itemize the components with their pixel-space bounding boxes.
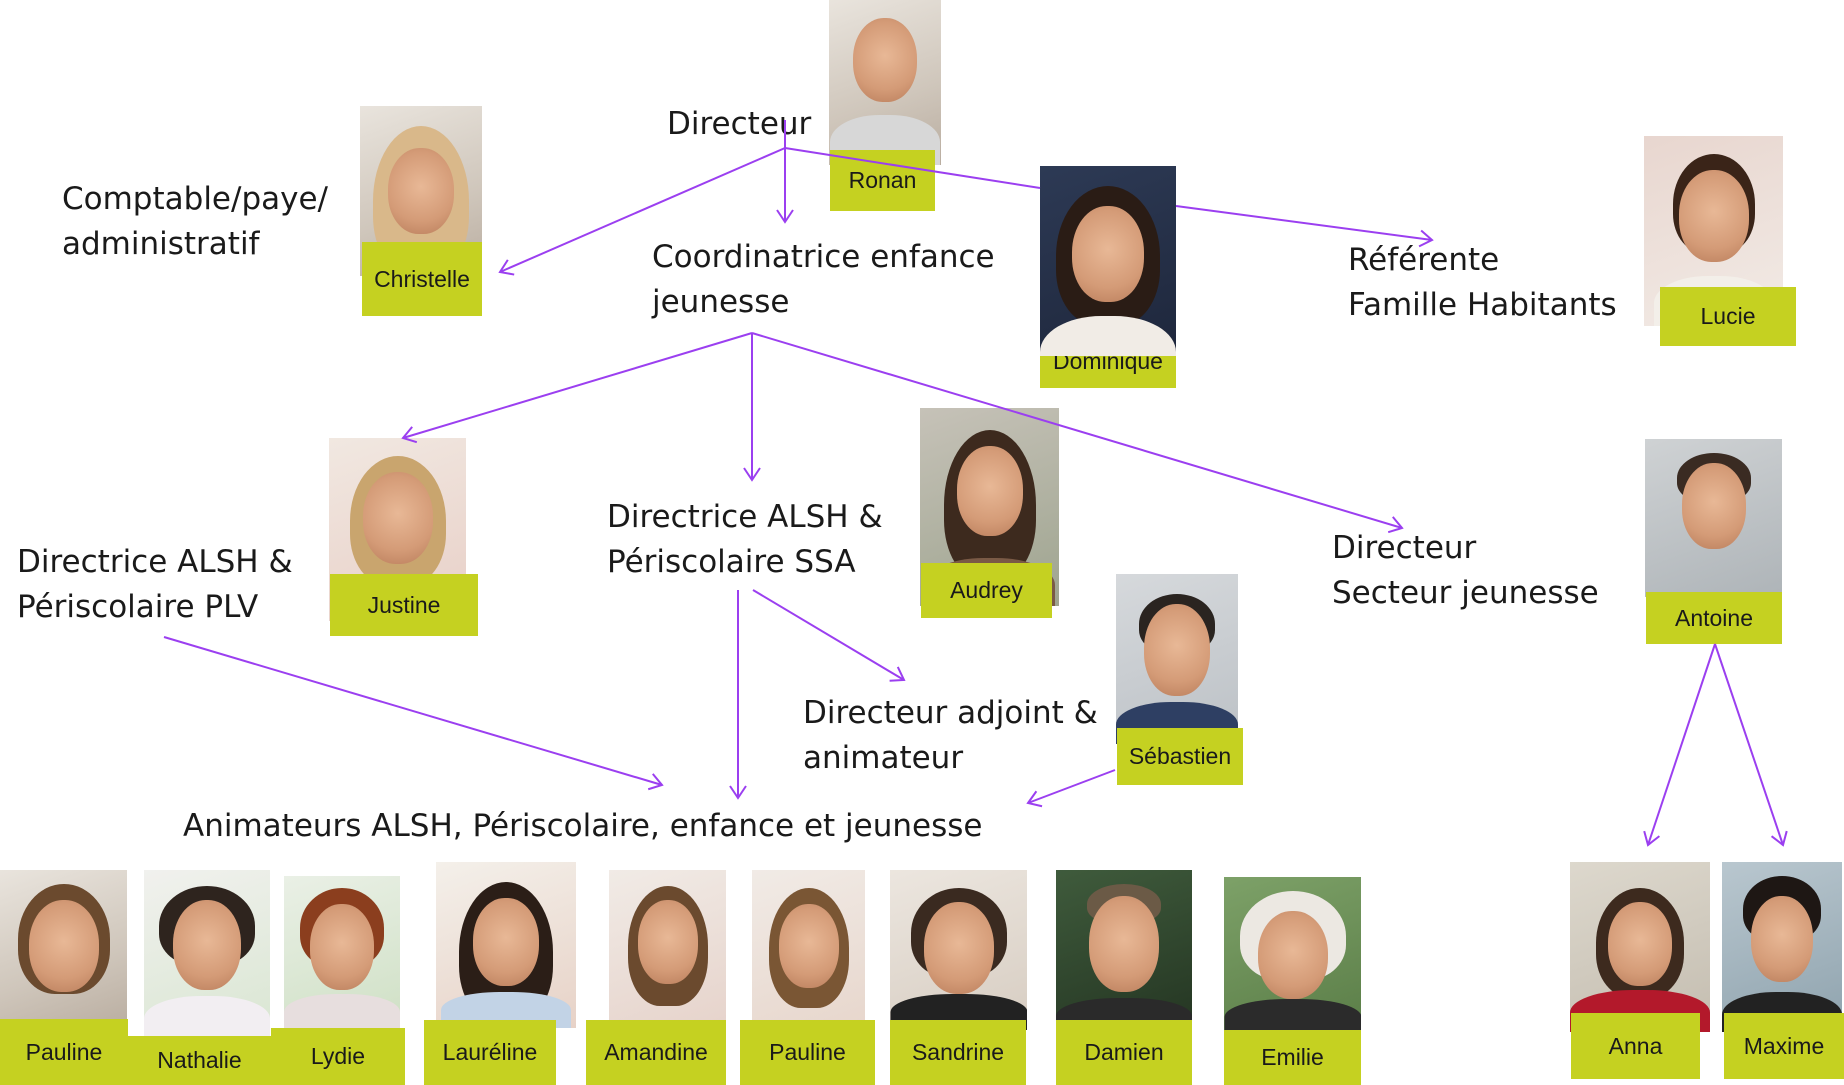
arrow-antoine-maxime <box>1714 643 1788 847</box>
nametag-animateur-3: Lydie <box>271 1028 405 1085</box>
photo-animateur-6 <box>752 870 865 1030</box>
nametag-animateur-8: Damien <box>1056 1020 1192 1085</box>
photo-animateur-1 <box>0 870 127 1030</box>
nametag-antoine: Antoine <box>1646 592 1782 644</box>
arrow-plv-animateurs <box>163 636 664 791</box>
nametag-lucie: Lucie <box>1660 287 1796 346</box>
arrow-directeur-referente-2 <box>1175 205 1434 248</box>
arrow-directeur-referente <box>784 147 1041 189</box>
nametag-animateur-7: Sandrine <box>890 1020 1026 1085</box>
nametag-ronan: Ronan <box>830 150 935 211</box>
role-directeur-adjoint: Directeur adjoint & animateur <box>803 695 1098 776</box>
role-referente: Référente Famille Habitants <box>1348 242 1617 323</box>
nametag-christelle: Christelle <box>362 242 482 316</box>
photo-animateur-2 <box>144 870 270 1036</box>
arrow-coordinatrice-plv <box>401 332 753 444</box>
photo-animateur-8 <box>1056 870 1192 1032</box>
role-comptable: Comptable/paye/ administratif <box>62 181 328 262</box>
nametag-audrey: Audrey <box>921 563 1052 618</box>
photo-animateur-9 <box>1224 877 1361 1030</box>
photo-ronan <box>829 0 941 165</box>
photo-antoine <box>1645 439 1782 597</box>
nametag-justine: Justine <box>330 574 478 636</box>
arrow-directeur-comptable <box>498 147 786 276</box>
nametag-anna: Anna <box>1571 1013 1700 1079</box>
role-directeur: Directeur <box>667 106 812 142</box>
photo-anna <box>1570 862 1710 1032</box>
nametag-dominique: Dominique <box>1040 356 1176 388</box>
role-coordinatrice: Coordinatrice enfance jeunesse <box>652 239 995 320</box>
arrow-coordinatrice-jeunesse <box>751 332 1404 534</box>
role-directrice-plv: Directrice ALSH & Périscolaire PLV <box>17 544 293 625</box>
photo-animateur-5 <box>609 870 726 1028</box>
nametag-animateur-4: Lauréline <box>424 1020 556 1085</box>
nametag-animateur-5: Amandine <box>586 1020 726 1085</box>
nametag-sebastien: Sébastien <box>1117 728 1243 785</box>
arrow-sebastien-animateurs <box>1026 769 1116 808</box>
nametag-animateur-9: Emilie <box>1224 1030 1361 1085</box>
arrow-ssa-adjoint <box>752 589 906 682</box>
arrow-antoine-anna <box>1643 643 1716 847</box>
nametag-animateur-1: Pauline <box>0 1019 128 1085</box>
role-directrice-ssa: Directrice ALSH & Périscolaire SSA <box>607 499 883 580</box>
role-animateurs: Animateurs ALSH, Périscolaire, enfance e… <box>183 808 983 844</box>
nametag-animateur-2: Nathalie <box>128 1036 271 1085</box>
nametag-maxime: Maxime <box>1724 1013 1844 1079</box>
photo-maxime <box>1722 862 1842 1032</box>
photo-animateur-3 <box>284 876 400 1028</box>
nametag-animateur-6: Pauline <box>740 1020 875 1085</box>
role-directeur-jeunesse: Directeur Secteur jeunesse <box>1332 530 1599 611</box>
